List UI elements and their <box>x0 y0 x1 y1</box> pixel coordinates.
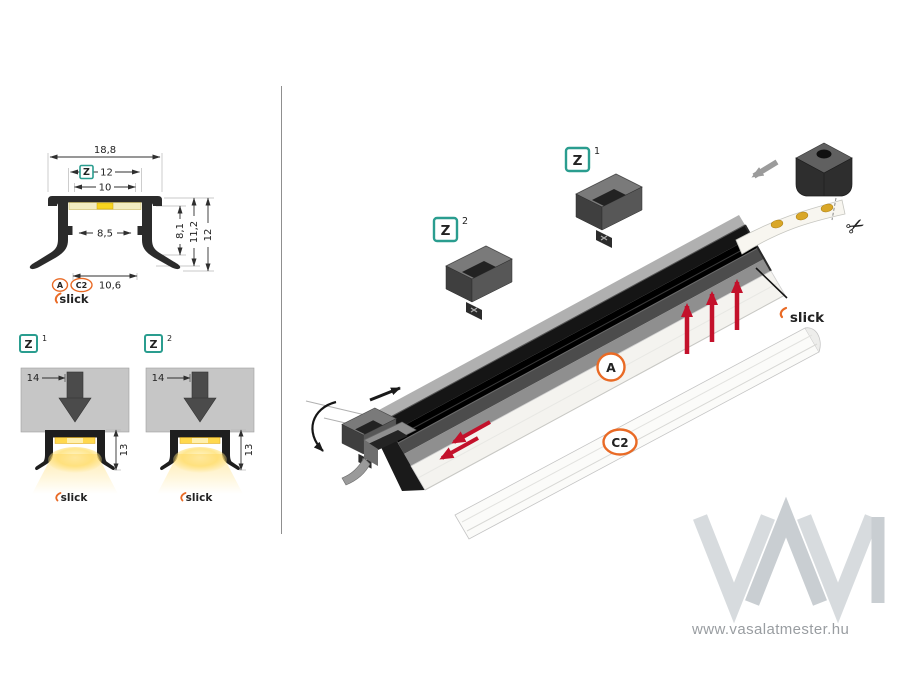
c2-end-curl <box>804 327 821 353</box>
mounting-clip-z1 <box>575 173 643 249</box>
assembly-exploded-view: A C2 ✂ Z 1 Z 2 <box>305 142 870 540</box>
mount-clip-wedge <box>58 397 92 423</box>
c2-cover-strip <box>454 327 821 540</box>
brand-logo: slick <box>186 492 214 504</box>
dim-width-led: 8,5 <box>97 229 113 240</box>
scissors-icon: ✂ <box>842 212 870 243</box>
z1-badge-box <box>19 334 38 353</box>
dim-slot-width: 14 <box>152 373 165 384</box>
profile-rib-left <box>68 226 73 235</box>
label-bg <box>96 181 114 193</box>
z2-badge: Z <box>150 338 158 351</box>
dim-depth: 13 <box>244 444 255 457</box>
dim-width-bottom: 10,6 <box>99 281 121 292</box>
brand-logo: slick <box>61 492 89 504</box>
dim-slot-width: 14 <box>27 373 40 384</box>
z2-variant: 2 <box>462 216 468 227</box>
profile-cross-section <box>29 196 181 270</box>
dim-height-inner: 8,1 <box>175 223 186 239</box>
light-cone <box>157 454 243 494</box>
brand-swoosh-icon <box>55 492 62 502</box>
z1-badge: Z <box>573 153 583 169</box>
label-bg <box>174 219 186 244</box>
z1-badge: Z <box>25 338 33 351</box>
profile-left-wall <box>29 202 69 270</box>
brand-swoosh-icon <box>54 292 62 304</box>
dim-width-outer: 18,8 <box>94 145 116 156</box>
a-badge: A <box>57 281 64 290</box>
mount-clip-wedge <box>183 397 217 423</box>
dim-depth: 13 <box>119 444 130 457</box>
label-bg <box>188 216 200 248</box>
z1-variant: 1 <box>42 334 47 343</box>
profile-top-bar <box>45 430 105 438</box>
c2-badge: C2 <box>611 436 628 450</box>
leader-line <box>755 267 788 299</box>
z2-badge: Z <box>441 223 451 239</box>
led-tape <box>735 197 846 255</box>
dim-height-outer: 12 <box>203 229 214 242</box>
solder-pad <box>820 203 834 213</box>
brand-logo: slick <box>59 292 89 306</box>
c2-badge-oval <box>70 277 93 293</box>
a-badge-oval <box>51 278 69 292</box>
gray-arrow-icon <box>751 159 779 179</box>
a-badge: A <box>606 360 616 375</box>
z-badge-box <box>79 164 94 180</box>
profile-right-wall <box>142 202 181 270</box>
solder-pad <box>795 211 809 221</box>
profile-end-piece <box>341 421 417 486</box>
c2-badge-oval <box>602 428 638 456</box>
z2-mount-diagram: Z 2 14 13 slick <box>144 334 255 504</box>
profile-back-wall <box>379 215 745 420</box>
z1-variant: 1 <box>594 146 600 157</box>
solder-pad <box>770 219 784 229</box>
z2-badge-box <box>144 334 163 353</box>
profile-top-bar <box>170 430 230 438</box>
led-core <box>192 438 208 443</box>
red-insert-arrows <box>439 420 491 460</box>
curved-arrow-icon <box>311 400 337 452</box>
z1-mount-diagram: Z 1 14 13 slick <box>19 334 130 504</box>
a-badge-circle <box>596 352 626 382</box>
profile-body <box>368 215 772 491</box>
light-cone <box>32 454 118 494</box>
c2-badge: C2 <box>76 281 87 290</box>
cross-section-drawing: 18,8 Z 12 10 8,5 8,1 11,2 12 A C2 10,6 s… <box>29 145 214 306</box>
profile-front-rail <box>398 248 764 454</box>
dim-width-z: 12 <box>100 168 113 179</box>
cut-line <box>831 197 837 221</box>
dim-height-mid: 11,2 <box>189 221 200 243</box>
profile-rib-right <box>137 226 142 235</box>
profile-top-rail <box>385 225 752 432</box>
watermark-logo <box>693 496 885 624</box>
z1-badge-box <box>564 146 591 173</box>
mount-clip-shaft <box>66 371 84 401</box>
z2-variant: 2 <box>167 334 172 343</box>
brand-logo: slick <box>790 310 825 326</box>
vertical-divider <box>281 86 282 534</box>
mounting-clip-z2 <box>445 245 513 321</box>
dim-width-inner: 10 <box>99 183 112 194</box>
z-badge: Z <box>83 167 90 178</box>
mount-clip-shaft <box>191 371 209 401</box>
profile-side-face <box>404 259 771 466</box>
z2-badge-box <box>432 216 459 243</box>
led-chip <box>96 202 114 210</box>
red-up-arrows <box>681 279 743 354</box>
vm-monogram-icon <box>693 496 885 624</box>
slide-arrow-icon <box>369 386 401 402</box>
dimension-lines <box>49 154 211 279</box>
label-bg <box>202 223 214 247</box>
website-url: www.vasalatmester.hu <box>692 621 850 638</box>
cable-hole <box>816 149 832 159</box>
brand-swoosh-icon <box>180 492 187 502</box>
profile-top-cap <box>48 196 162 206</box>
brand-swoosh-icon <box>779 306 788 319</box>
led-core <box>67 438 83 443</box>
label-bg <box>98 166 115 178</box>
end-cap <box>795 142 853 197</box>
label-bg <box>93 227 117 239</box>
diffuser-band <box>410 270 786 491</box>
